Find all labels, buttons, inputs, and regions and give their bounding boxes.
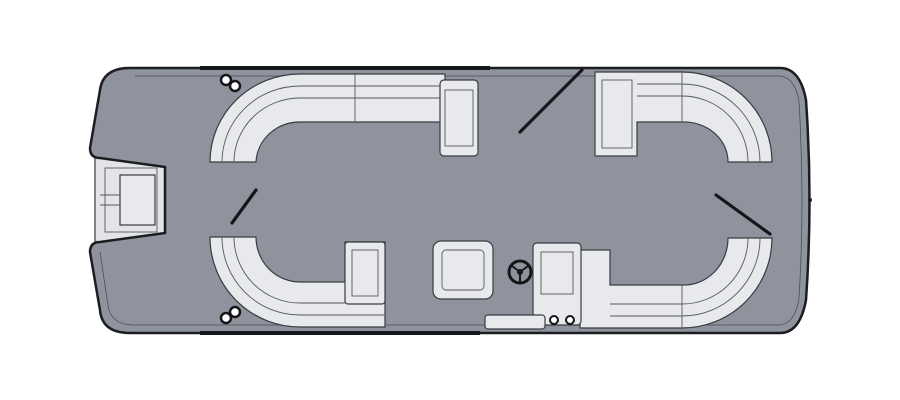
deck-rail-inner bbox=[99, 75, 803, 326]
cupholder-icon bbox=[228, 79, 242, 93]
rear-swim-platform bbox=[94, 157, 168, 243]
helm-console bbox=[484, 242, 582, 330]
seating-bow-starboard bbox=[579, 237, 773, 329]
bow-gate bbox=[714, 193, 772, 236]
rear-gate bbox=[230, 188, 258, 225]
cupholder-icon bbox=[219, 311, 233, 325]
cupholder-icon bbox=[228, 305, 242, 319]
bow-cleat-icon bbox=[808, 198, 812, 202]
captain-chair bbox=[432, 240, 494, 300]
side-gate bbox=[518, 68, 584, 134]
cupholder-icon bbox=[219, 73, 233, 87]
rear-lounger bbox=[119, 174, 156, 226]
seating-aft-port bbox=[209, 73, 479, 163]
seating-aft-starboard bbox=[209, 236, 386, 328]
seating-bow-port bbox=[594, 71, 773, 163]
steering-wheel-icon bbox=[507, 259, 533, 285]
